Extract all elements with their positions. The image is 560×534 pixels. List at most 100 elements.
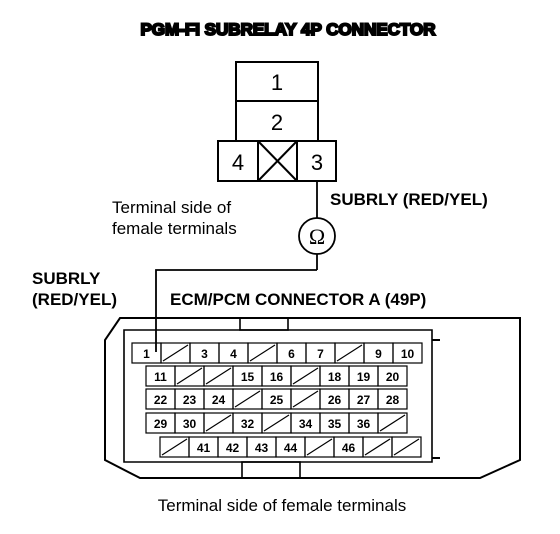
- ecm-empty-slot-slash: [393, 438, 420, 456]
- ecm-empty-slot-slash: [205, 414, 232, 432]
- ecm-pin-label: 1: [143, 347, 150, 361]
- ecm-pin-cell: 41: [188, 436, 219, 458]
- ecm-pin-label: 35: [328, 417, 342, 431]
- ecm-empty-slot-slash: [292, 390, 319, 408]
- ecm-pin-label: 32: [241, 417, 255, 431]
- ecm-empty-slot-slash: [205, 367, 232, 385]
- ecm-pin-cell: 9: [363, 342, 394, 364]
- ecm-inner-frame: [123, 329, 433, 463]
- subrelay-title: PGM-FI SUBRELAY 4P CONNECTOR: [140, 20, 435, 39]
- ecm-bottom-latch: [241, 461, 301, 479]
- ecm-pin-cell: 7: [305, 342, 336, 364]
- ecm-pin-cell: [290, 365, 321, 387]
- subrelay-terminal-3: 3: [311, 150, 323, 175]
- ecm-pin-label: 23: [183, 393, 197, 407]
- ecm-connector-title: ECM/PCM CONNECTOR A (49P): [170, 290, 426, 309]
- ecm-pin-label: 25: [270, 393, 284, 407]
- ecm-pin-label: 6: [288, 347, 295, 361]
- ecm-pin-cell: 18: [319, 365, 350, 387]
- ecm-pin-cell: 44: [275, 436, 306, 458]
- ecm-empty-slot-slash: [336, 344, 363, 362]
- ecm-pin-cell: 22: [145, 388, 176, 410]
- ecm-pin-cell: 35: [319, 412, 350, 434]
- subrly-wire-label-left-2: (RED/YEL): [32, 290, 117, 309]
- ecm-pin-cell: 10: [392, 342, 423, 364]
- subrelay-terminal-4: 4: [232, 150, 244, 175]
- ecm-pin-label: 18: [328, 370, 342, 384]
- ecm-pin-cell: 27: [348, 388, 379, 410]
- ecm-pin-cell: 46: [333, 436, 364, 458]
- ecm-pin-label: 24: [212, 393, 226, 407]
- ecm-pin-cell: [174, 365, 205, 387]
- ecm-pin-label: 41: [197, 441, 211, 455]
- ecm-pin-label: 19: [357, 370, 371, 384]
- ecm-pin-label: 4: [230, 347, 237, 361]
- ecm-pin-cell: 20: [377, 365, 408, 387]
- ecm-empty-slot-slash: [161, 438, 188, 456]
- ecm-pin-label: 46: [342, 441, 356, 455]
- ecm-empty-slot-slash: [306, 438, 333, 456]
- ecm-pin-cell: [304, 436, 335, 458]
- ecm-top-latch: [239, 317, 289, 331]
- ecm-pin-cell: 4: [218, 342, 249, 364]
- ecm-pin-cell: 28: [377, 388, 408, 410]
- ecm-pin-label: 11: [154, 370, 167, 384]
- ecm-pin-label: 20: [386, 370, 400, 384]
- terminal-side-label-line1: Terminal side of: [112, 198, 231, 217]
- ohm-symbol: Ω: [309, 224, 325, 249]
- ecm-pin-cell: [203, 365, 234, 387]
- ecm-pin-label: 34: [299, 417, 313, 431]
- subrly-wire-label-left-1: SUBRLY: [32, 269, 101, 288]
- ecm-pin-cell: 32: [232, 412, 263, 434]
- ecm-pin-label: 43: [255, 441, 269, 455]
- ecm-pin-label: 10: [401, 347, 415, 361]
- ecm-pin-cell: 19: [348, 365, 379, 387]
- subrly-wire-label-right: SUBRLY (RED/YEL): [330, 190, 488, 209]
- ecm-pin-label: 44: [284, 441, 298, 455]
- ecm-pin-cell: 15: [232, 365, 263, 387]
- ecm-pin-label: 16: [270, 370, 284, 384]
- ecm-pin-cell: [232, 388, 263, 410]
- ecm-pin-cell: 11: [145, 365, 176, 387]
- ecm-pin-label: 30: [183, 417, 197, 431]
- ecm-pin-label: 42: [226, 441, 240, 455]
- ecm-empty-slot-slash: [292, 367, 319, 385]
- ecm-pin-cell: 26: [319, 388, 350, 410]
- ecm-pin-cell: 23: [174, 388, 205, 410]
- ohmmeter-probe-circuit: [155, 181, 336, 352]
- subrelay-bottom-row: [217, 140, 337, 182]
- ecm-pin-label: 26: [328, 393, 342, 407]
- ecm-pin-label: 29: [154, 417, 168, 431]
- ecm-pin-cell: [203, 412, 234, 434]
- ecm-pin-cell: [261, 412, 292, 434]
- ecm-pin-cell: 24: [203, 388, 234, 410]
- ecm-empty-slot-slash: [176, 367, 203, 385]
- ecm-empty-slot-slash: [234, 390, 261, 408]
- ecm-empty-slot-slash: [364, 438, 391, 456]
- ecm-pin-cell: [334, 342, 365, 364]
- ecm-pin-cell: 16: [261, 365, 292, 387]
- ecm-pcm-connector-a: [104, 317, 521, 479]
- ecm-pin-cell: [362, 436, 393, 458]
- ecm-pin-cell: 3: [189, 342, 220, 364]
- ecm-pin-cell: [290, 388, 321, 410]
- ecm-pin-cell: 29: [145, 412, 176, 434]
- subrelay-terminal-2: 2: [271, 110, 283, 135]
- ecm-pin-label: 7: [317, 347, 324, 361]
- ecm-pin-cell: [159, 436, 190, 458]
- ecm-pin-cell: 43: [246, 436, 277, 458]
- ecm-pin-cell: 36: [348, 412, 379, 434]
- ecm-pin-label: 22: [154, 393, 168, 407]
- ecm-pin-cell: [391, 436, 422, 458]
- ecm-pin-label: 27: [357, 393, 371, 407]
- ecm-pin-label: 36: [357, 417, 371, 431]
- subrelay-4p-connector: PGM-FI SUBRELAY 4P CONNECTOR: [139, 19, 437, 182]
- terminal-side-label-line2: female terminals: [112, 219, 237, 238]
- ecm-pin-cell: [247, 342, 278, 364]
- ecm-empty-slot-slash: [379, 414, 406, 432]
- ecm-pin-cell: 6: [276, 342, 307, 364]
- ecm-empty-slot-slash: [162, 344, 189, 362]
- ecm-pin-cell: [377, 412, 408, 434]
